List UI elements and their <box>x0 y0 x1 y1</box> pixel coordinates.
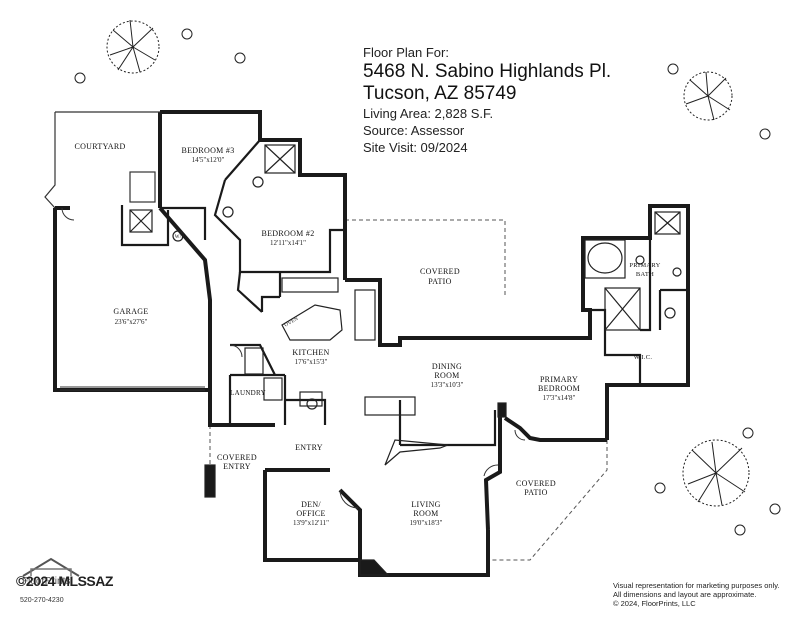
label-dining-2: ROOM <box>434 371 459 380</box>
copyright: © 2024, FloorPrints, LLC <box>613 599 696 608</box>
label-den-2: OFFICE <box>296 509 325 518</box>
dim-bedroom3: 14'5"x12'0" <box>192 156 225 164</box>
logo-phone: 520-270-4230 <box>20 597 64 604</box>
address-line-1: 5468 N. Sabino Highlands Pl. <box>363 61 612 82</box>
house-logo-icon <box>22 557 80 577</box>
label-den-1: DEN/ <box>301 500 321 509</box>
label-covered-patio-top-2: PATIO <box>428 277 451 286</box>
tree-icon <box>683 71 733 121</box>
label-covered-entry-1: COVERED <box>217 453 257 462</box>
interior-walls <box>120 139 688 447</box>
dim-bedroom2: 12'11"x14'1" <box>270 239 306 247</box>
label-primary-bedroom-2: BEDROOM <box>538 384 580 393</box>
label-covered-patio-right-2: PATIO <box>524 488 547 497</box>
label-kitchen: KITCHEN <box>292 348 329 357</box>
bath-fixtures <box>129 144 682 576</box>
data-source: Source: Assessor <box>363 123 465 138</box>
dim-den: 13'9"x12'11" <box>293 519 329 527</box>
label-covered-patio-top-1: COVERED <box>420 267 460 276</box>
plan-header: Floor Plan For: 5468 N. Sabino Highlands… <box>363 44 663 156</box>
label-bedroom3: BEDROOM #3 <box>181 146 234 155</box>
label-covered-patio-right-1: COVERED <box>516 479 556 488</box>
label-oven: OVEN <box>284 317 300 329</box>
mls-watermark: ©2024 MLSSAZ <box>16 573 113 589</box>
label-primary-bath-2: BATH <box>636 271 654 278</box>
header-label: Floor Plan For: <box>363 45 449 60</box>
label-living-1: LIVING <box>411 500 440 509</box>
logo-brand: FloorPrints <box>22 576 71 587</box>
label-entry: ENTRY <box>295 443 323 452</box>
disclaimer: Visual representation for marketing purp… <box>613 581 798 608</box>
label-primary-bath-1: PRIMARY <box>629 262 660 269</box>
tree-icon <box>106 19 160 74</box>
label-courtyard: COURTYARD <box>74 142 125 151</box>
exterior-walls <box>53 110 690 577</box>
label-laundry: LAUNDRY <box>230 389 266 397</box>
label-covered-entry-2: ENTRY <box>223 462 251 471</box>
label-primary-bedroom-1: PRIMARY <box>540 375 578 384</box>
dim-living: 19'0"x18'3" <box>410 519 443 527</box>
label-garage: GARAGE <box>113 307 148 316</box>
tree-icon <box>682 439 750 507</box>
dim-kitchen: 17'6"x15'3" <box>295 358 328 366</box>
dim-primary-bedroom: 17'3"x14'8" <box>543 394 576 402</box>
label-wh: W/H <box>175 235 186 240</box>
site-visit: Site Visit: 09/2024 <box>363 140 468 155</box>
floorprints-logo: FloorPrints ©2024 MLSSAZ 520-270-4230 <box>16 556 126 611</box>
room-labels: COURTYARD BEDROOM #3 14'5"x12'0" BEDROOM… <box>74 142 660 527</box>
label-wic: W.I.C. <box>634 354 653 361</box>
courtyard-outline <box>44 111 160 209</box>
living-area: Living Area: 2,828 S.F. <box>363 106 494 121</box>
dim-garage: 23'6"x27'6" <box>115 318 148 326</box>
label-living-2: ROOM <box>413 509 438 518</box>
openings <box>60 207 526 509</box>
address-line-2: Tucson, AZ 85749 <box>363 83 517 104</box>
dim-dining: 13'3"x10'3" <box>431 381 464 389</box>
label-dining-1: DINING <box>432 362 462 371</box>
label-bedroom2: BEDROOM #2 <box>261 229 314 238</box>
disclaimer-line-1: Visual representation for marketing purp… <box>613 581 780 590</box>
shrub-icon <box>74 28 781 536</box>
kitchen-fixtures <box>244 277 449 466</box>
disclaimer-line-2: All dimensions and layout are approximat… <box>613 590 757 599</box>
